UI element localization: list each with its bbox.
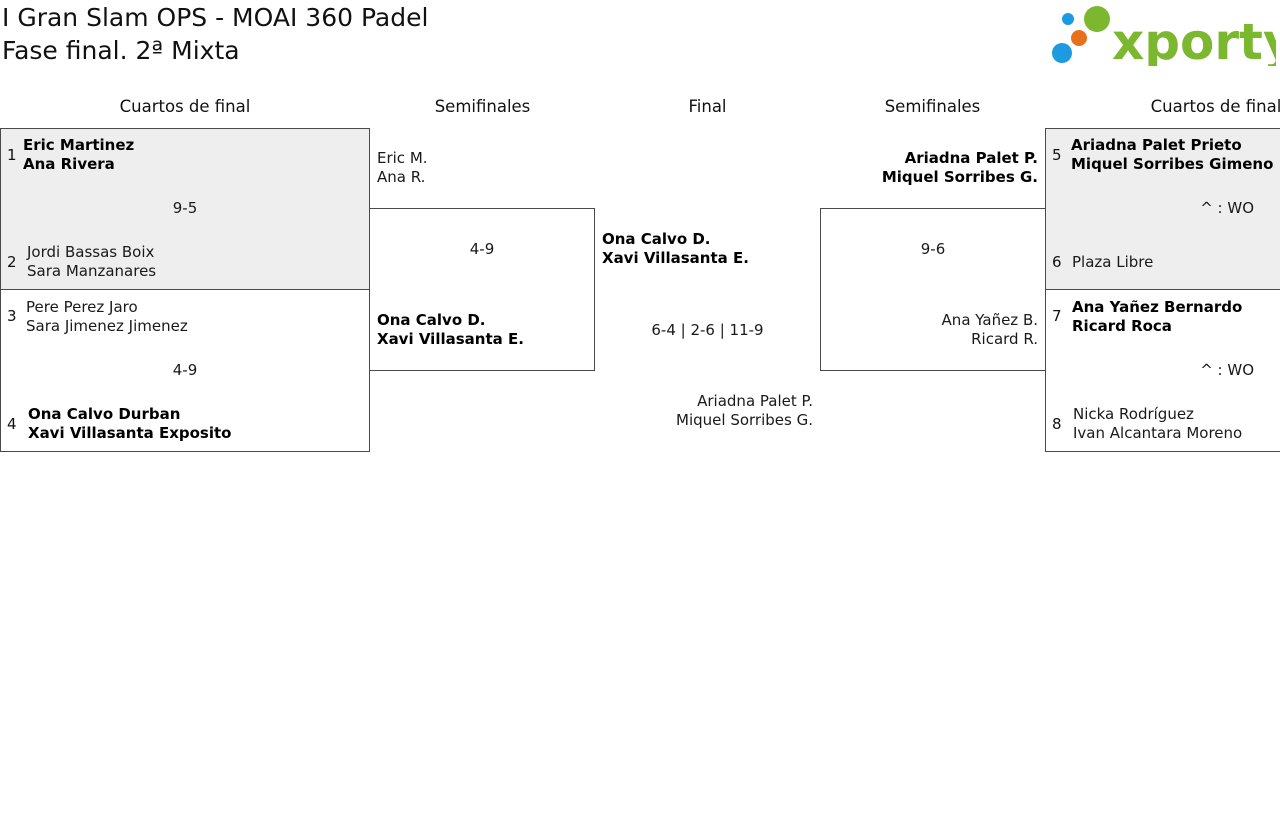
logo-dot-green [1084, 6, 1110, 32]
seed-number: 4 [7, 415, 17, 433]
player-name: Eric M. [377, 149, 428, 167]
match-box-quarter-right-2[interactable] [1045, 289, 1280, 452]
seed-number: 6 [1052, 253, 1062, 271]
team-entry[interactable]: Jordi Bassas Boix Sara Manzanares [27, 243, 156, 281]
player-name: Ona Calvo Durban [28, 405, 181, 423]
team-entry-winner[interactable]: Ona Calvo D. Xavi Villasanta E. [602, 230, 749, 268]
tournament-title: I Gran Slam OPS - MOAI 360 Padel [2, 3, 429, 32]
player-name: Ricard Roca [1072, 317, 1172, 335]
team-entry[interactable]: Ariadna Palet P. Miquel Sorribes G. [595, 392, 813, 430]
player-name: Miquel Sorribes Gimeno [1071, 155, 1274, 173]
player-name: Sara Jimenez Jimenez [26, 317, 188, 335]
walkover-note: ^ : WO [1200, 361, 1254, 379]
logo-dot-blue [1052, 43, 1072, 63]
team-entry[interactable]: Eric M. Ana R. [377, 149, 428, 187]
player-name: Jordi Bassas Boix [27, 243, 155, 261]
column-right-quarter: Cuartos de final [1150, 97, 1280, 116]
logo-dot-small-blue [1062, 13, 1074, 25]
final-score: 6-4 | 2-6 | 11-9 [651, 321, 764, 339]
column-left-quarter: Cuartos de final [119, 97, 251, 116]
player-name: Ana R. [377, 168, 426, 186]
player-name: Ona Calvo D. [377, 311, 486, 329]
phase-subtitle: Fase final. 2ª Mixta [2, 36, 240, 65]
logo-dot-orange [1071, 30, 1087, 46]
column-final: Final [688, 97, 727, 116]
player-name: Ivan Alcantara Moreno [1073, 424, 1243, 442]
column-right-semi: Semifinales [884, 97, 981, 116]
player-name: Sara Manzanares [27, 262, 157, 280]
team-entry-winner[interactable]: Ona Calvo Durban Xavi Villasanta Exposit… [28, 405, 231, 443]
team-entry[interactable]: Nicka Rodríguez Ivan Alcantara Moreno [1073, 405, 1242, 443]
player-name: Xavi Villasanta E. [377, 330, 524, 348]
player-name: Ana Yañez Bernardo [1072, 298, 1243, 316]
seed-number: 8 [1052, 415, 1062, 433]
team-entry[interactable]: Pere Perez Jaro Sara Jimenez Jimenez [26, 298, 188, 336]
player-name: Miquel Sorribes G. [881, 168, 1038, 186]
team-entry-winner[interactable]: Ariadna Palet P. Miquel Sorribes G. [820, 149, 1038, 187]
player-name: Xavi Villasanta E. [602, 249, 749, 267]
team-entry[interactable]: Plaza Libre [1072, 253, 1153, 272]
team-entry-winner[interactable]: Eric Martinez Ana Rivera [23, 136, 134, 174]
player-name: Ona Calvo D. [602, 230, 711, 248]
logo-text: xporty [1112, 13, 1276, 66]
team-entry-winner[interactable]: Ona Calvo D. Xavi Villasanta E. [377, 311, 524, 349]
team-entry-winner[interactable]: Ariadna Palet Prieto Miquel Sorribes Gim… [1071, 136, 1273, 174]
player-name: Miquel Sorribes G. [676, 411, 813, 429]
match-box-quarter-left-1[interactable] [0, 128, 370, 290]
player-name: Ariadna Palet P. [697, 392, 813, 410]
match-score: 9-5 [172, 199, 198, 217]
player-name: Xavi Villasanta Exposito [28, 424, 232, 442]
team-entry-winner[interactable]: Ana Yañez Bernardo Ricard Roca [1072, 298, 1242, 336]
seed-number: 2 [7, 253, 17, 271]
column-left-semi: Semifinales [434, 97, 531, 116]
xporty-logo[interactable]: xporty [1050, 4, 1280, 71]
seed-number: 7 [1052, 307, 1062, 325]
player-name: Eric Martinez [23, 136, 135, 154]
seed-number: 3 [7, 307, 17, 325]
team-entry[interactable]: Ana Yañez B. Ricard R. [820, 311, 1038, 349]
seed-number: 1 [7, 146, 17, 164]
player-name: Nicka Rodríguez [1073, 405, 1194, 423]
match-box-semi-left[interactable] [369, 208, 595, 371]
player-name: Ricard R. [971, 330, 1038, 348]
player-name: Plaza Libre [1072, 253, 1154, 271]
player-name: Ana Rivera [23, 155, 115, 173]
player-name: Ana Yañez B. [941, 311, 1038, 329]
match-score: 4-9 [469, 240, 495, 258]
match-score: 4-9 [172, 361, 198, 379]
player-name: Ariadna Palet Prieto [1071, 136, 1242, 154]
match-box-quarter-right-1[interactable] [1045, 128, 1280, 290]
player-name: Pere Perez Jaro [26, 298, 138, 316]
seed-number: 5 [1052, 146, 1062, 164]
player-name: Ariadna Palet P. [904, 149, 1038, 167]
match-score: 9-6 [920, 240, 946, 258]
walkover-note: ^ : WO [1200, 199, 1254, 217]
